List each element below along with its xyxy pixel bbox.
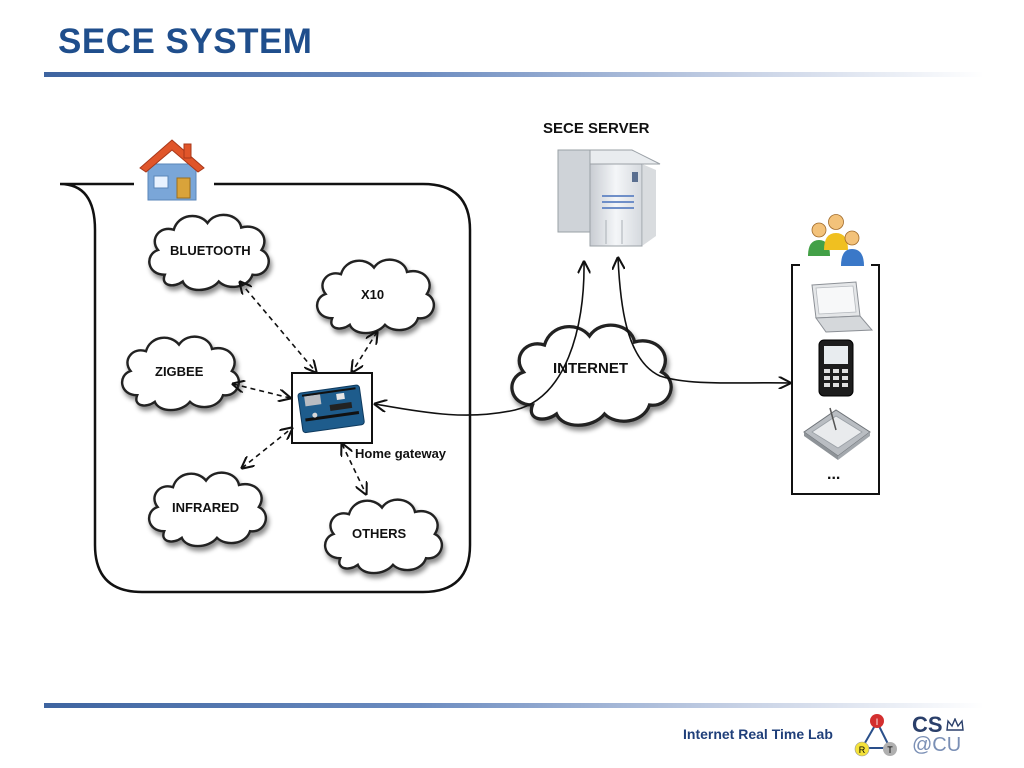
page-title: SECE SYSTEM <box>58 22 313 61</box>
irt-logo-t: T <box>887 745 893 755</box>
network-links <box>375 258 790 416</box>
tablet-icon <box>803 407 871 460</box>
mobile-phone-icon <box>818 339 854 397</box>
internet-label: INTERNET <box>553 360 628 377</box>
irt-lab-logo: I R T <box>854 714 897 757</box>
home-boundary <box>59 182 472 594</box>
arduino-board-icon <box>297 384 365 434</box>
house-icon <box>139 139 205 201</box>
cs-logo-top: CS <box>912 712 943 737</box>
irt-logo-r: R <box>859 745 866 755</box>
x10-label: X10 <box>361 287 385 302</box>
cs-columbia-logo: CS @CU <box>912 712 972 760</box>
more-devices-label: ... <box>827 466 841 483</box>
footer-rule <box>44 703 984 708</box>
server-icon <box>557 149 661 247</box>
bluetooth-label: BLUETOOTH <box>170 243 251 258</box>
laptop-icon <box>811 281 874 333</box>
sece-server-label: SECE SERVER <box>543 120 650 137</box>
local-links <box>233 282 377 494</box>
home-gateway-label: Home gateway <box>355 446 447 461</box>
others-label: OTHERS <box>352 526 407 541</box>
footer-lab-name: Internet Real Time Lab <box>683 726 833 742</box>
zigbee-label: ZIGBEE <box>155 364 204 379</box>
irt-logo-i: I <box>876 717 879 727</box>
devices-panel <box>791 264 880 495</box>
users-icon <box>808 214 864 266</box>
title-underline <box>44 72 984 77</box>
infrared-label: INFRARED <box>172 500 240 515</box>
crown-icon <box>946 718 964 731</box>
cs-logo-bottom: @CU <box>912 734 962 756</box>
